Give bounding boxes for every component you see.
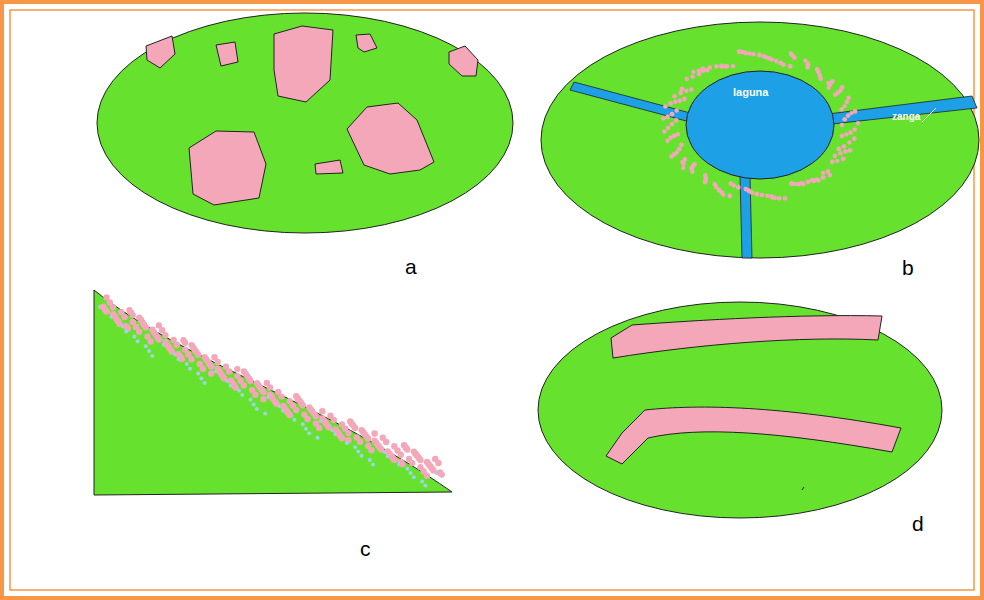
shore-band (98, 294, 445, 487)
zanga-channel (740, 176, 752, 258)
lagoon: laguna (685, 70, 835, 180)
zanga-channel (828, 96, 977, 124)
zanga-label: zanga (892, 111, 920, 122)
panel-letter: d (912, 512, 924, 536)
bank-dots (661, 49, 860, 201)
panel-b (541, 22, 979, 258)
panel-letter: a (405, 255, 417, 279)
panel-a (97, 13, 513, 233)
leader-line (922, 108, 936, 122)
zanga-channel (570, 82, 694, 122)
panel-c (94, 290, 452, 495)
panel-d (538, 302, 942, 518)
lagoon-label: laguna (733, 86, 768, 98)
panel-letter: c (360, 537, 371, 561)
panel-letter: b (902, 256, 914, 280)
